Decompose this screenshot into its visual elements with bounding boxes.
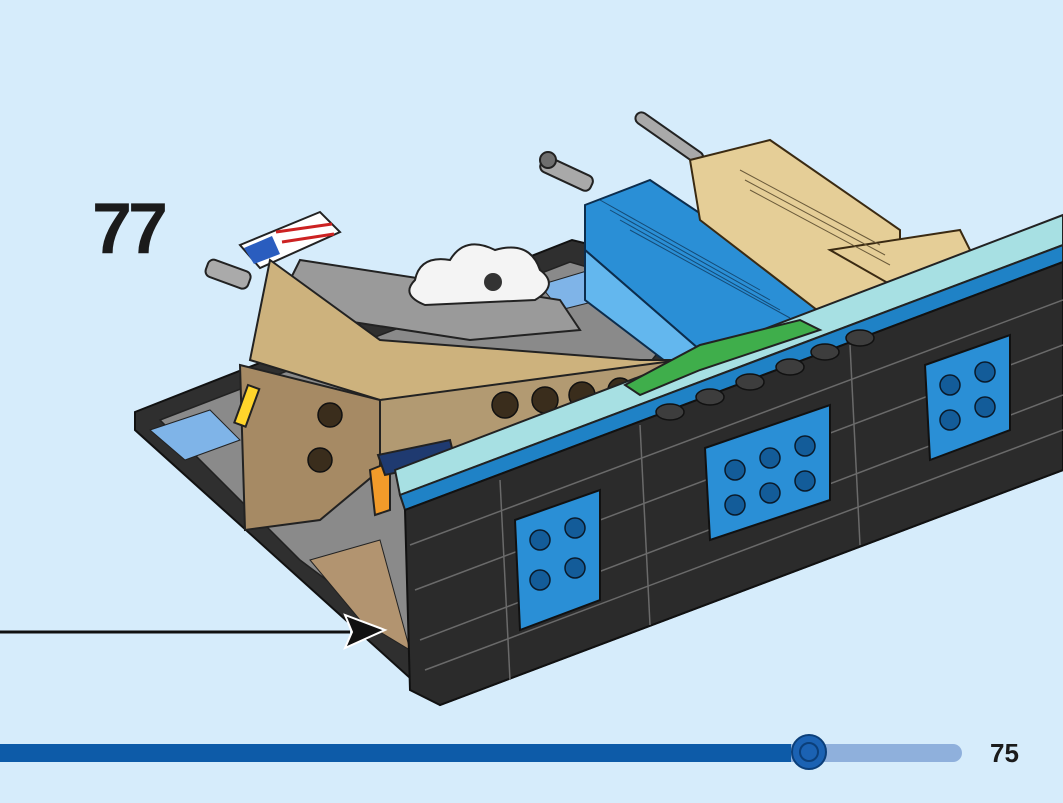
blue-building-stripes: [599, 199, 791, 319]
green-plate: [623, 318, 823, 397]
tan-building-windows: [739, 169, 891, 266]
page-number: 75: [990, 738, 1019, 768]
us-flag-icon: [238, 210, 342, 270]
window-studs: [529, 361, 996, 591]
tan-brick-front: [238, 363, 381, 532]
wall-top-blue: [398, 243, 1063, 512]
progress-fill: [0, 744, 791, 762]
step-number: 77: [92, 189, 168, 269]
model-illustration: [0, 111, 1063, 707]
tan-brick-holes: [307, 377, 633, 473]
wall-studs: [655, 329, 875, 421]
yellow-piece: [233, 383, 261, 428]
progress-knob[interactable]: [791, 734, 827, 770]
floor-tile-blue: [149, 409, 241, 461]
callout-arrow-icon: [0, 613, 388, 650]
cloud: [408, 243, 550, 307]
antenna-right: [634, 111, 705, 165]
